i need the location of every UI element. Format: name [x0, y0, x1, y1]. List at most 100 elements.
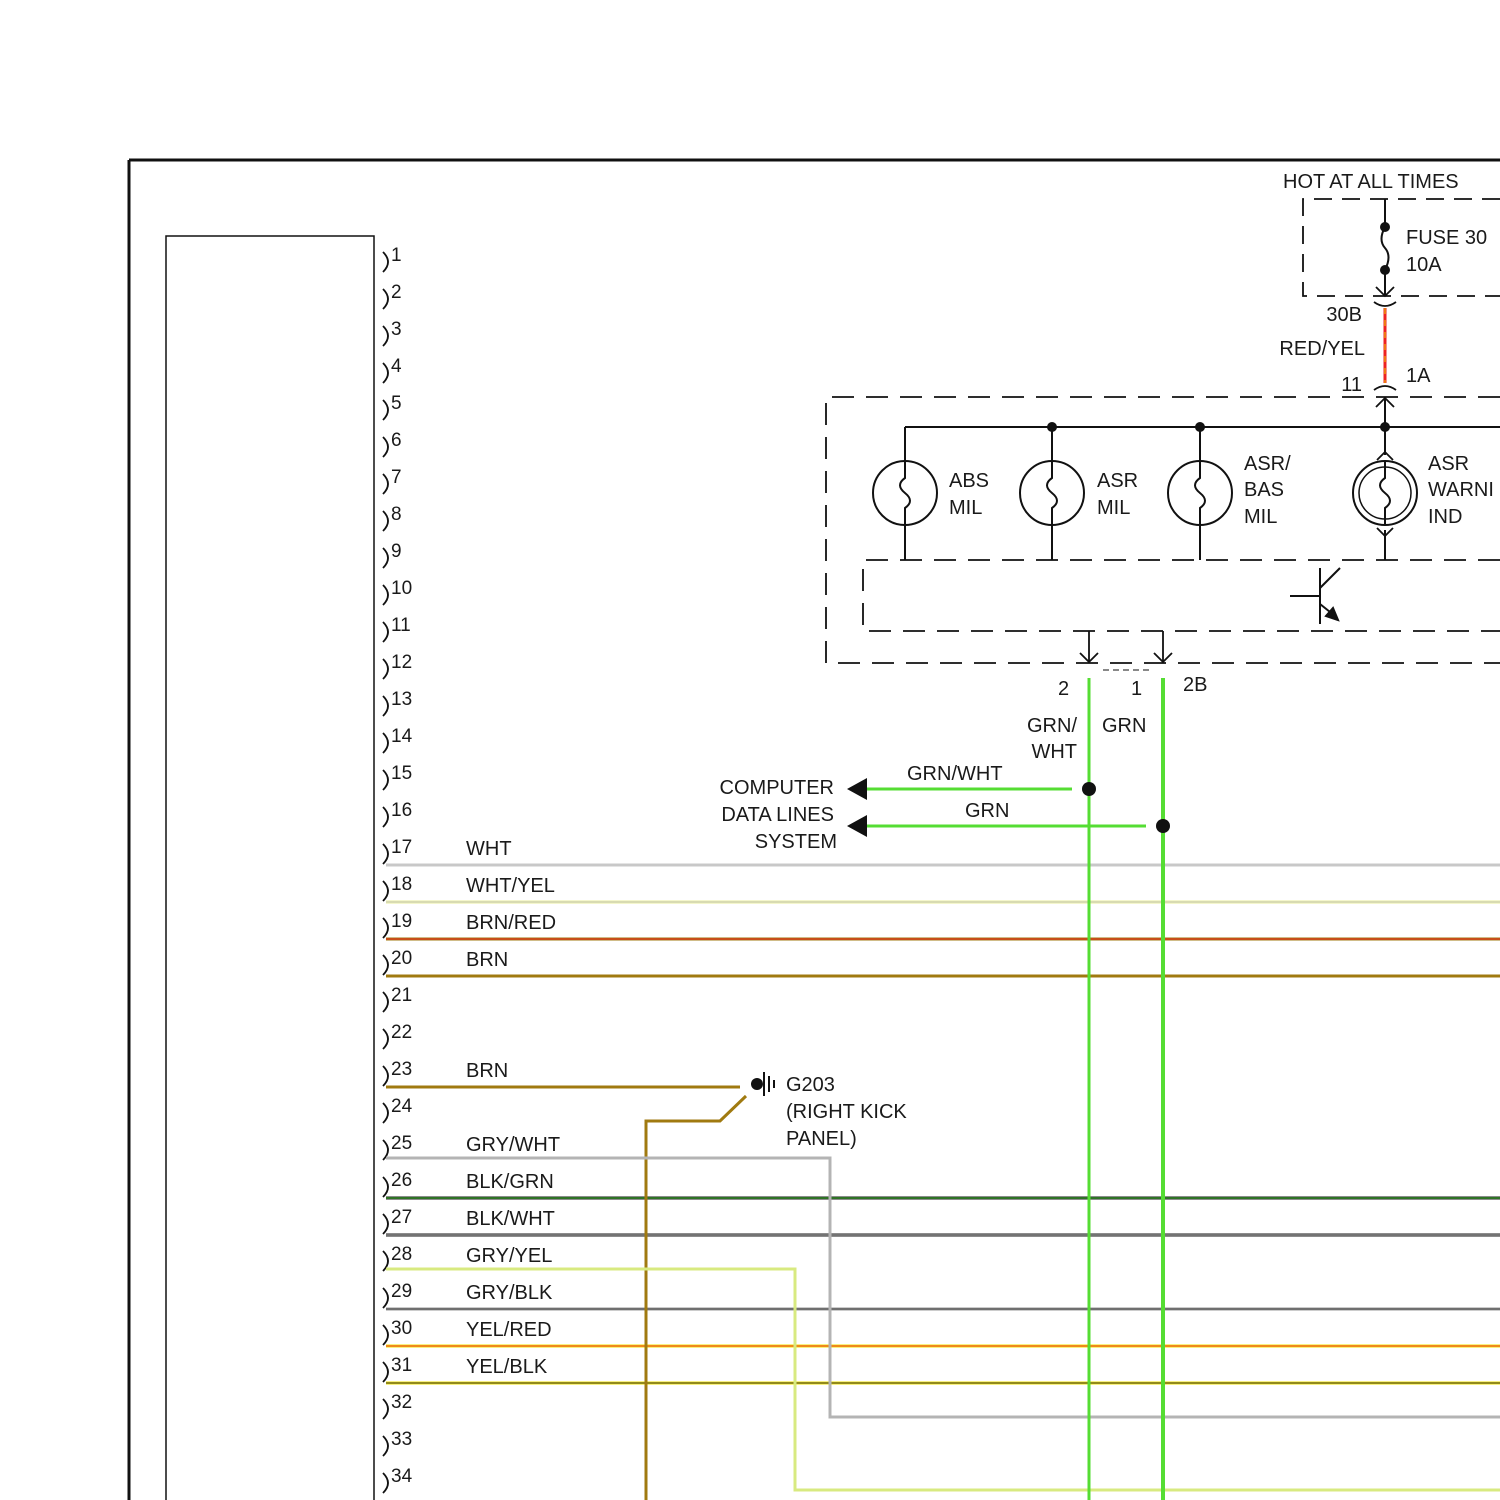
pin-terminal-icon — [383, 955, 388, 975]
splice-dot — [1156, 819, 1170, 833]
wire-label: BLK/WHT — [466, 1208, 555, 1230]
pin-number: 2 — [391, 282, 402, 303]
ground-branch: G203 (RIGHT KICK PANEL) — [646, 1072, 907, 1500]
pin-number: 20 — [391, 948, 412, 969]
pin-number: 1 — [391, 245, 402, 266]
pin-terminal-icon — [383, 770, 388, 790]
ground-splice — [751, 1078, 763, 1090]
wire-left-line1: GRN/ — [1027, 715, 1077, 737]
connector-1a-icon — [1374, 386, 1396, 390]
connector-pins: 1234567891011121314151617181920212223242… — [383, 245, 413, 1493]
indicator-3-line1: ASR — [1428, 453, 1469, 475]
arrow-left-icon — [847, 815, 867, 837]
pin-number: 26 — [391, 1170, 412, 1191]
cluster-connector: 1A — [1406, 365, 1431, 387]
pin-terminal-icon — [383, 437, 388, 457]
gry-yel-route — [386, 1269, 1500, 1490]
pin-terminal-icon — [383, 1029, 388, 1049]
splice-dot — [1082, 782, 1096, 796]
pin-terminal-icon — [383, 289, 388, 309]
indicator-2-line1: ASR/ — [1244, 453, 1291, 475]
pin-terminal-icon — [383, 881, 388, 901]
indicator-1-line2: MIL — [1097, 497, 1130, 519]
arrow-left-icon — [847, 778, 867, 800]
bulb-asr-bas-mil-icon — [1168, 427, 1232, 560]
dest-line2: DATA LINES — [721, 804, 834, 826]
pin-number: 6 — [391, 430, 402, 451]
ground-name: G203 — [786, 1074, 835, 1096]
indicator-3-line2: WARNI — [1428, 479, 1494, 501]
pin-terminal-icon — [383, 1473, 388, 1493]
indicator-0-line2: MIL — [949, 497, 982, 519]
transistor-icon — [1290, 568, 1340, 624]
control-module-box — [166, 236, 374, 1500]
pin-number: 32 — [391, 1392, 412, 1413]
pin-number: 14 — [391, 726, 413, 747]
pin-terminal-icon — [383, 548, 388, 568]
pin-terminal-icon — [383, 1362, 388, 1382]
bulb-abs-mil-icon — [873, 427, 937, 560]
indicator-3-line3: IND — [1428, 506, 1462, 528]
dest-line1: COMPUTER — [720, 777, 834, 799]
pin-terminal-icon — [383, 1103, 388, 1123]
data-lines-branch: GRN/WHT GRN COMPUTER DATA LINES SYSTEM 2… — [720, 670, 1208, 853]
pin-number: 27 — [391, 1207, 412, 1228]
pin-number: 21 — [391, 985, 412, 1006]
pin-terminal-icon — [383, 622, 388, 642]
pin-terminal-icon — [383, 1325, 388, 1345]
pin-number: 5 — [391, 393, 402, 414]
pin-number: 31 — [391, 1355, 412, 1376]
indicator-2-line2: BAS — [1244, 479, 1284, 501]
fuse-terminal: 30B — [1326, 304, 1362, 326]
cluster-pin: 11 — [1341, 374, 1362, 396]
pin-number: 24 — [391, 1096, 413, 1117]
pin-terminal-icon — [383, 918, 388, 938]
pin-number: 33 — [391, 1429, 412, 1450]
power-feed: HOT AT ALL TIMES FUSE 30 10A 30B RED/YEL… — [1279, 171, 1500, 427]
indicator-0-line1: ABS — [949, 470, 989, 492]
pin-terminal-icon — [383, 326, 388, 346]
indicator-2-line3: MIL — [1244, 506, 1277, 528]
arrow-lower-label: GRN — [965, 800, 1009, 822]
pin-number: 25 — [391, 1133, 412, 1154]
pin-right: 1 — [1131, 678, 1142, 700]
wire-label: BRN — [466, 949, 508, 971]
wire-label: BRN — [466, 1060, 508, 1082]
pin-number: 22 — [391, 1022, 412, 1043]
cluster-outline — [826, 397, 1500, 663]
pin-number: 7 — [391, 467, 402, 488]
pin-terminal-icon — [383, 585, 388, 605]
pin-terminal-icon — [383, 1214, 388, 1234]
pin-terminal-icon — [383, 474, 388, 494]
pin-number: 15 — [391, 763, 412, 784]
indicator-1-line1: ASR — [1097, 470, 1138, 492]
pin-number: 4 — [391, 356, 402, 377]
pin-number: 13 — [391, 689, 412, 710]
pin-terminal-icon — [383, 252, 388, 272]
harness-wires: WHTWHT/YELBRN/REDBRNBRNGRY/WHTBLK/GRNBLK… — [386, 838, 1500, 1383]
pin-number: 30 — [391, 1318, 412, 1339]
wire-left-line2: WHT — [1031, 741, 1077, 763]
pin-terminal-icon — [383, 844, 388, 864]
fuse-rating: 10A — [1406, 254, 1442, 276]
wire-label: GRY/WHT — [466, 1134, 560, 1156]
pin-terminal-icon — [383, 1288, 388, 1308]
pin-number: 23 — [391, 1059, 412, 1080]
pin-terminal-icon — [383, 1066, 388, 1086]
instrument-cluster: ABS MIL ASR MIL ASR/ BAS MIL ASR WARNI I… — [826, 397, 1500, 663]
pin-number: 8 — [391, 504, 402, 525]
pin-left: 2 — [1058, 678, 1069, 700]
pin-terminal-icon — [383, 992, 388, 1012]
pin-number: 10 — [391, 578, 412, 599]
pin-terminal-icon — [383, 363, 388, 383]
wire-label: YEL/RED — [466, 1319, 552, 1341]
fuse-name: FUSE 30 — [1406, 227, 1487, 249]
connector-2b: 2B — [1183, 674, 1207, 696]
wire-label: BLK/GRN — [466, 1171, 554, 1193]
pin-number: 16 — [391, 800, 412, 821]
pin-number: 18 — [391, 874, 412, 895]
wire-label: WHT/YEL — [466, 875, 555, 897]
wire-label: BRN/RED — [466, 912, 556, 934]
pin-number: 17 — [391, 837, 412, 858]
pin-number: 3 — [391, 319, 402, 340]
